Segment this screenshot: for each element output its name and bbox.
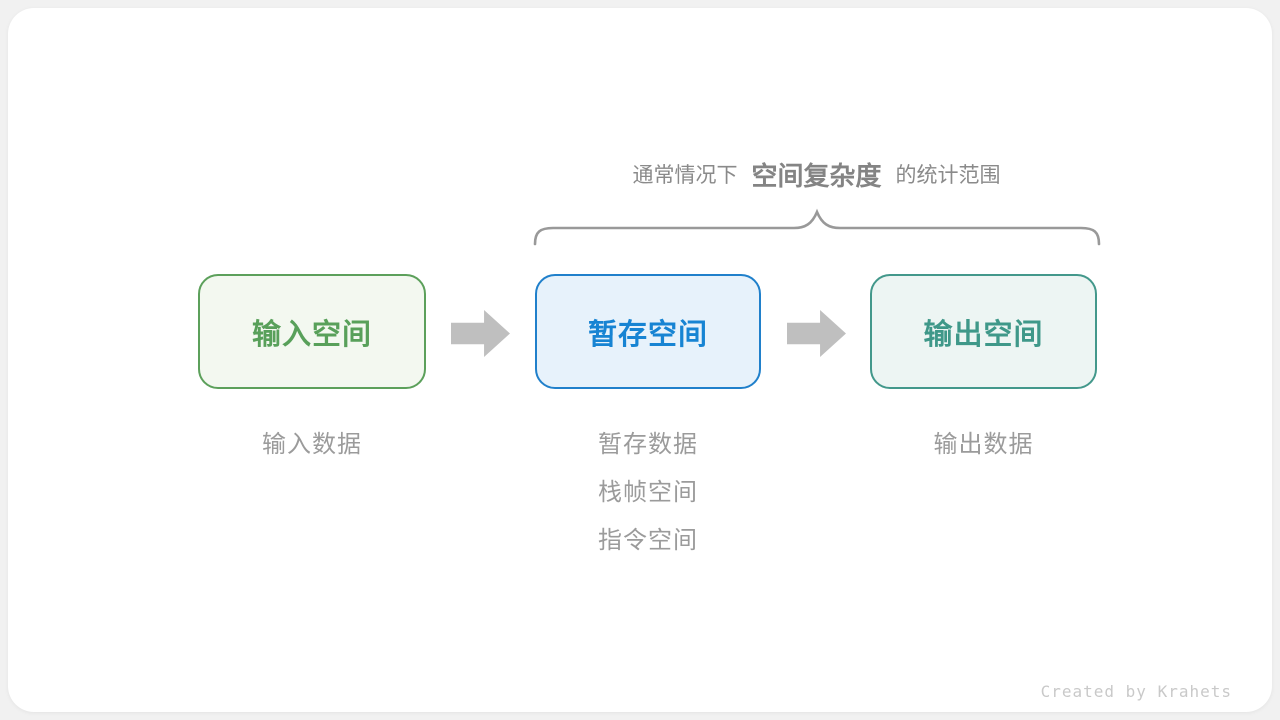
arrow-right-icon: [787, 310, 846, 357]
caption-prefix: 通常情况下: [632, 164, 738, 187]
sublabel: 暂存数据: [598, 431, 698, 458]
caption-suffix: 的统计范围: [895, 164, 1001, 187]
sublabel: 输入数据: [262, 431, 362, 458]
input-space-sublabels: 输入数据: [198, 431, 426, 459]
brace-caption: 通常情况下 空间复杂度 的统计范围: [535, 152, 1098, 196]
sublabel: 栈帧空间: [598, 479, 698, 506]
box-output-space-label: 输出空间: [923, 318, 1044, 351]
sublabel: 指令空间: [598, 527, 698, 554]
box-input-space-label: 输入空间: [251, 318, 372, 351]
sublabel: 输出数据: [933, 431, 1034, 458]
output-space-sublabels: 输出数据: [870, 431, 1097, 459]
credit-text: Created by Krahets: [1040, 682, 1232, 701]
temporary-space-sublabels: 暂存数据 栈帧空间 指令空间: [535, 431, 761, 555]
box-input-space: 输入空间: [198, 274, 426, 389]
curly-brace-icon: [533, 208, 1101, 246]
arrow-right-icon: [451, 310, 510, 357]
box-temporary-space: 暂存空间: [535, 274, 761, 389]
box-output-space: 输出空间: [870, 274, 1097, 389]
box-temporary-space-label: 暂存空间: [587, 318, 708, 351]
diagram-card: 通常情况下 空间复杂度 的统计范围 输入空间 暂存空间 输出空间 输入数据 暂存…: [8, 8, 1272, 712]
caption-highlight: 空间复杂度: [751, 160, 882, 191]
